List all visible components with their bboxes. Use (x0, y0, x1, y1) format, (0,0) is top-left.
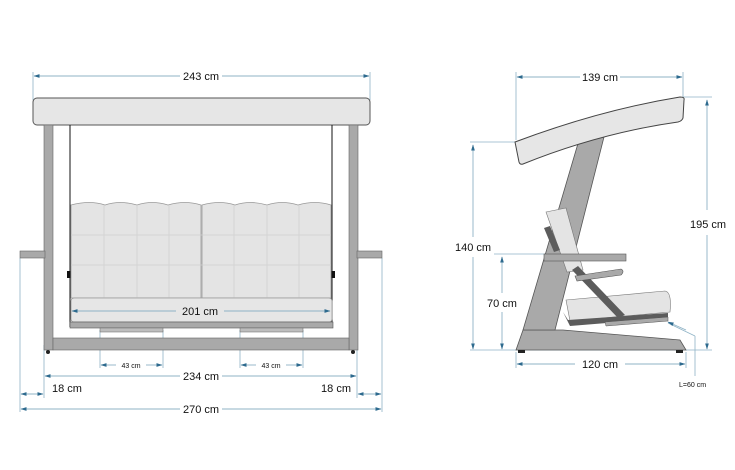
side-footrest (604, 316, 669, 327)
left-armrest (19, 250, 46, 259)
canopy-depth-label: 139 cm (582, 72, 618, 84)
seat-frame (69, 321, 334, 329)
side-view: 139 cm 195 cm 140 cm 70 cm 120 cm L=60 c… (455, 72, 726, 389)
right-post (348, 124, 359, 351)
left-overhang-label: 18 cm (52, 383, 82, 395)
left-table (99, 327, 164, 333)
canopy-width-label: 243 cm (183, 71, 219, 83)
right-table (239, 327, 304, 333)
side-seat-cushion (565, 290, 671, 322)
inner-frame-width-label: 234 cm (183, 371, 219, 383)
seat-width-label: 201 cm (182, 306, 218, 318)
footrest-length-label: L=60 cm (679, 382, 706, 389)
canopy-front-height-label: 140 cm (455, 242, 491, 254)
left-post (43, 124, 54, 351)
right-table-label: 43 cm (261, 363, 280, 370)
base-depth-label: 120 cm (582, 359, 618, 371)
backrest-cushions (70, 202, 332, 299)
left-table-label: 43 cm (121, 363, 140, 370)
total-width-label: 270 cm (183, 404, 219, 416)
total-height-label: 195 cm (690, 219, 726, 231)
right-armrest (356, 250, 383, 259)
front-view: 243 cm 201 cm 43 cm 43 cm 234 cm 18 cm 1… (19, 71, 383, 416)
side-armrest (543, 253, 627, 262)
armrest-height-label: 70 cm (487, 298, 517, 310)
canopy (32, 97, 371, 126)
base-bar (52, 337, 350, 351)
side-base (515, 329, 687, 351)
side-canopy (514, 96, 685, 165)
right-overhang-label: 18 cm (321, 383, 351, 395)
